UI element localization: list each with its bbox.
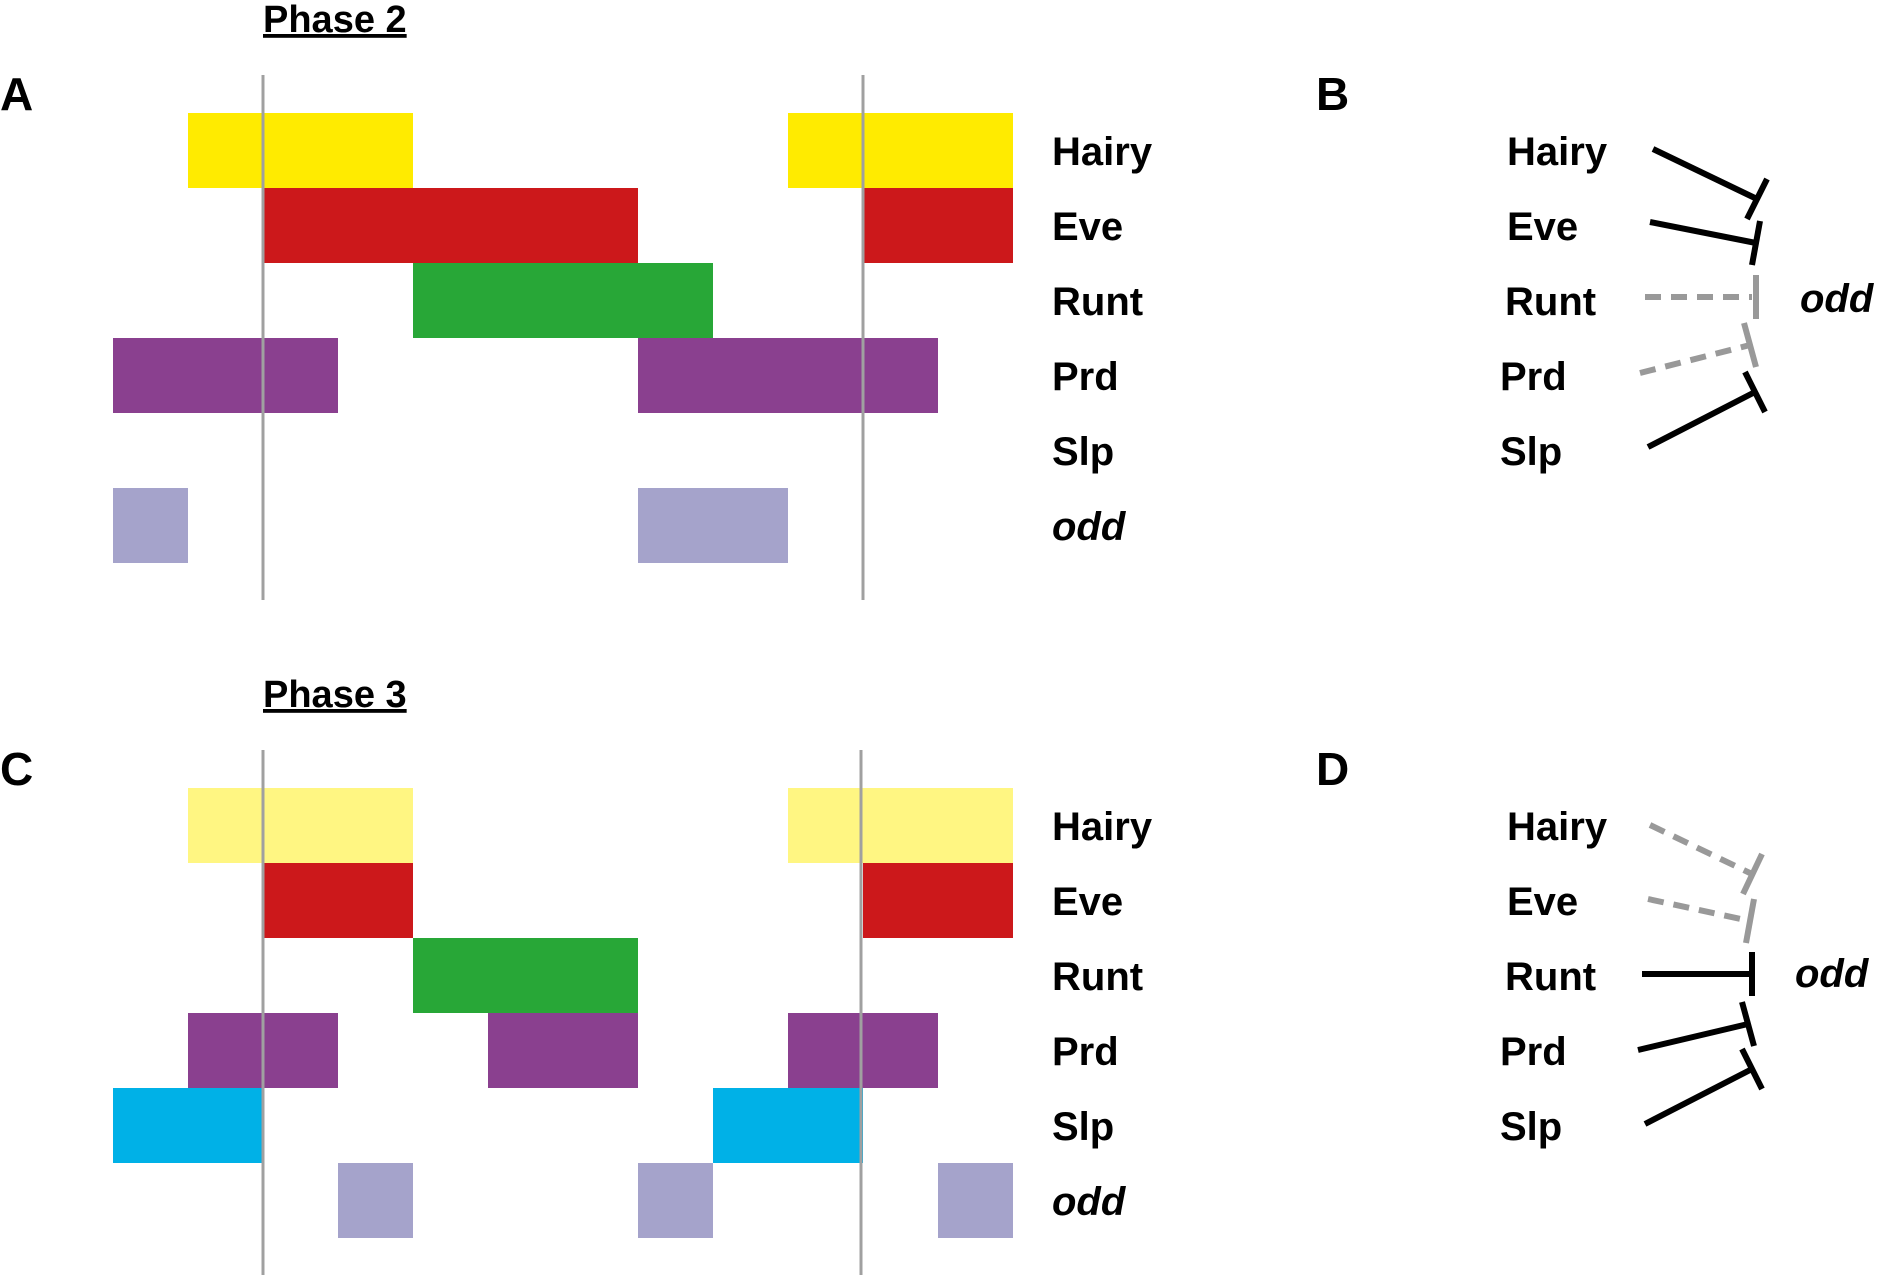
- panel-d-label-prd: Prd: [1500, 1030, 1567, 1074]
- panel-a-label-hairy: Hairy: [1052, 130, 1153, 174]
- panel-c-hairy-domain-2: [788, 788, 1013, 863]
- panel-a-prd-domain-2: [638, 338, 938, 413]
- panel-c-label-prd: Prd: [1052, 1030, 1119, 1074]
- panel-a-label-slp: Slp: [1052, 430, 1114, 474]
- eve-repression-edge: [1647, 896, 1757, 944]
- panel-b-label-runt: Runt: [1505, 280, 1596, 324]
- panel-a-label-prd: Prd: [1052, 355, 1119, 399]
- panel-c-label-hairy: Hairy: [1052, 805, 1153, 849]
- panel-d-label-runt: Runt: [1505, 955, 1596, 999]
- panel-a-prd-domain-1: [113, 338, 338, 413]
- panel-c-odd-domain-3: [938, 1163, 1013, 1238]
- runt-repression-edge: [1645, 275, 1759, 319]
- panel-b-label-prd: Prd: [1500, 355, 1567, 399]
- panel-c-eve-domain-2: [863, 863, 1013, 938]
- panel-c-prd-domain-2: [488, 1013, 638, 1088]
- panel-c-label-slp: Slp: [1052, 1105, 1114, 1149]
- panel-c-slp-domain-2: [713, 1088, 863, 1163]
- panel-b: B Hairy Eve Runt Prd Slp odd: [1316, 68, 1875, 474]
- panel-d-label-eve: Eve: [1507, 880, 1578, 924]
- panel-a-expression-tracks: [113, 113, 1013, 563]
- panel-c-letter: C: [0, 743, 33, 795]
- panel-d-label-hairy: Hairy: [1507, 805, 1608, 849]
- panel-b-letter: B: [1316, 68, 1349, 120]
- slp-repression-edge: [1646, 370, 1768, 450]
- panel-a-eve-domain-2: [863, 188, 1013, 263]
- panel-b-label-odd: odd: [1800, 277, 1875, 321]
- panel-c-prd-domain-3: [788, 1013, 938, 1088]
- panel-c-label-runt: Runt: [1052, 955, 1143, 999]
- panel-c-eve-domain-1: [263, 863, 413, 938]
- phase-3-title: Phase 3: [263, 674, 407, 716]
- slp-repression-edge: [1643, 1047, 1765, 1127]
- hairy-repression-edge: [1648, 822, 1765, 896]
- panel-c-odd-domain-1: [338, 1163, 413, 1238]
- panel-a-hairy-domain-2: [788, 113, 1013, 188]
- panel-d-label-slp: Slp: [1500, 1105, 1562, 1149]
- panel-a-runt-domain-1: [413, 263, 713, 338]
- panel-b-label-eve: Eve: [1507, 205, 1578, 249]
- runt-repression-edge: [1642, 952, 1755, 996]
- panel-a-label-odd: odd: [1052, 505, 1127, 549]
- hairy-repression-edge: [1651, 146, 1770, 221]
- panel-a-odd-domain-1: [113, 488, 188, 563]
- panel-d: D Hairy Eve Runt Prd Slp odd: [1316, 743, 1870, 1149]
- panel-c-expression-tracks: [113, 788, 1013, 1238]
- panel-b-label-slp: Slp: [1500, 430, 1562, 474]
- panel-d-label-odd: odd: [1795, 952, 1870, 996]
- panel-a-label-eve: Eve: [1052, 205, 1123, 249]
- panel-a-eve-domain-1: [263, 188, 638, 263]
- panel-c-runt-domain-1: [413, 938, 638, 1013]
- panel-c-odd-domain-2: [638, 1163, 713, 1238]
- panel-a-letter: A: [0, 68, 33, 120]
- panel-c-label-eve: Eve: [1052, 880, 1123, 924]
- panel-a-hairy-domain-1: [188, 113, 413, 188]
- phase-2-title: Phase 2: [263, 0, 407, 41]
- panel-a-label-runt: Runt: [1052, 280, 1143, 324]
- eve-repression-edge: [1649, 219, 1763, 266]
- panel-c-slp-domain-1: [113, 1088, 263, 1163]
- panel-c-label-odd: odd: [1052, 1180, 1127, 1224]
- panel-b-label-hairy: Hairy: [1507, 130, 1608, 174]
- panel-a: A Phase 2 Hairy Eve Runt Prd Slp odd: [0, 0, 1153, 600]
- prd-repression-edge: [1639, 322, 1759, 376]
- prd-repression-edge: [1637, 1001, 1757, 1053]
- panel-c-hairy-domain-1: [188, 788, 413, 863]
- panel-d-letter: D: [1316, 743, 1349, 795]
- panel-a-odd-domain-2: [638, 488, 788, 563]
- panel-c: C Phase 3 Hairy Eve Runt Prd Slp odd: [0, 674, 1153, 1275]
